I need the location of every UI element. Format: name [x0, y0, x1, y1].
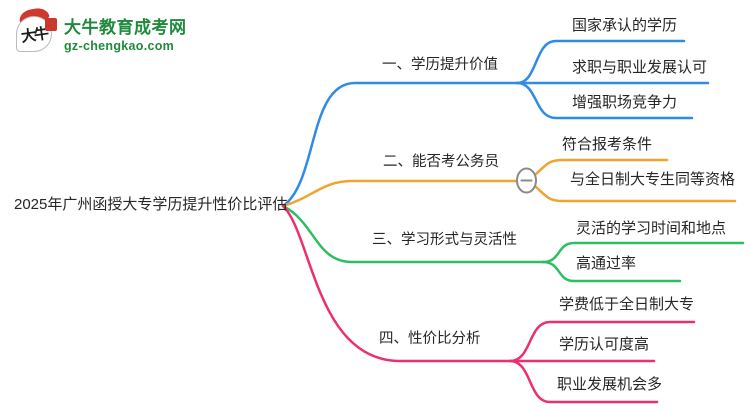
- branch-3-line: [281, 204, 545, 264]
- branch-node-4[interactable]: 四、性价比分析: [379, 331, 481, 347]
- branch-2-line: [281, 179, 518, 208]
- child-node-1-2[interactable]: 求职与职业发展认可: [572, 59, 708, 76]
- branch-2-child-2-line: [534, 185, 737, 203]
- root-node[interactable]: 2025年广州函授大专学历提升性价比评估: [14, 196, 288, 213]
- child-node-3-2[interactable]: 高通过率: [576, 255, 637, 272]
- child-node-4-3[interactable]: 职业发展机会多: [557, 376, 663, 393]
- child-node-1-3[interactable]: 增强职场竞争力: [572, 94, 678, 111]
- logo-domain: gz-chengkao.com: [64, 39, 175, 53]
- logo-title: 大牛教育成考网: [64, 18, 187, 37]
- child-node-4-2[interactable]: 学历认可度高: [559, 336, 650, 353]
- branch-1-child-3-line: [515, 81, 694, 120]
- branch-3-child-1-line: [541, 241, 745, 264]
- collapse-minus-icon[interactable]: [516, 167, 537, 194]
- branch-node-2[interactable]: 二、能否考公务员: [383, 154, 499, 170]
- branch-3-child-2-line: [541, 260, 682, 283]
- branch-2-child-1-line: [534, 158, 669, 176]
- branch-4-line: [281, 204, 512, 363]
- branch-4-child-3-line: [508, 359, 659, 404]
- logo-bubble-icon: 大牛: [14, 6, 58, 57]
- branch-node-1[interactable]: 一、学历提升价值: [382, 57, 498, 73]
- site-logo[interactable]: 大牛 大牛教育成考网 gz-chengkao.com: [14, 6, 187, 57]
- child-node-1-1[interactable]: 国家承认的学历: [572, 17, 678, 34]
- branch-node-3[interactable]: 三、学习形式与灵活性: [372, 232, 517, 248]
- child-node-2-2[interactable]: 与全日制大专生同等资格: [570, 171, 736, 188]
- branch-1-child-1-line: [515, 39, 686, 85]
- child-node-3-1[interactable]: 灵活的学习时间和地点: [576, 220, 727, 237]
- logo-text-block: 大牛教育成考网 gz-chengkao.com: [64, 13, 187, 53]
- child-node-4-1[interactable]: 学费低于全日制大专: [559, 296, 695, 313]
- branch-1-line: [281, 81, 519, 208]
- branch-4-child-1-line: [508, 320, 696, 363]
- child-node-2-1[interactable]: 符合报考条件: [562, 136, 653, 153]
- logo-red-seal: [45, 18, 57, 31]
